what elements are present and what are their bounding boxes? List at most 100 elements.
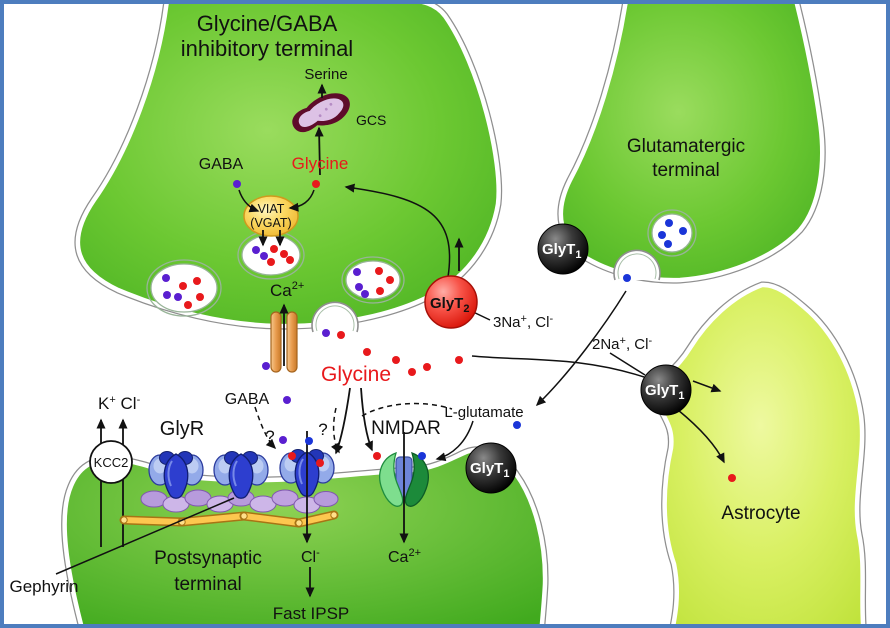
kcc2-transporter bbox=[89, 440, 133, 484]
molecules-layer bbox=[162, 180, 736, 482]
na3-cl-label: 3Na+, Cl- bbox=[493, 313, 553, 331]
gaba-molecule bbox=[260, 252, 268, 260]
glycine-molecule bbox=[267, 258, 275, 266]
fusing-vesicle-inhibitory bbox=[311, 301, 359, 333]
fast-ipsp-label: Fast IPSP bbox=[273, 604, 350, 623]
gaba-molecule bbox=[252, 246, 260, 254]
nmdar-receptor bbox=[379, 451, 429, 507]
astrocyte-uptake-arrow-1 bbox=[692, 380, 722, 393]
glyt1-transporter-glutamatergic bbox=[537, 223, 589, 275]
l-glutamate-label: L-glutamate bbox=[444, 404, 523, 421]
glycine-to-glyr-arrow bbox=[334, 387, 351, 455]
glyt1-astrocyte-label: GlyT1 bbox=[645, 382, 684, 402]
glycine-molecule bbox=[270, 245, 278, 253]
postsynaptic-title-line1: Postsynaptic bbox=[154, 548, 262, 569]
gaba-molecule bbox=[283, 396, 291, 404]
gaba-molecule bbox=[262, 362, 270, 370]
glutamatergic-terminal-cell bbox=[557, 4, 826, 284]
gaba-molecule bbox=[163, 291, 171, 299]
gaba-cleft-label: GABA bbox=[225, 391, 270, 408]
glycine-to-gcs-arrow bbox=[314, 126, 324, 176]
viat-label-line2: (VGAT) bbox=[250, 216, 291, 230]
synapse-diagram: Glycine/GABA inhibitory terminal Glutama… bbox=[10, 4, 867, 624]
glyt2-transporter bbox=[424, 275, 478, 329]
calcium-presyn-label: Ca2+ bbox=[270, 280, 304, 300]
fusing-vesicle-glutamatergic bbox=[613, 249, 661, 281]
glutamate-vesicle bbox=[647, 209, 697, 257]
gaba-molecule bbox=[353, 268, 361, 276]
postsynaptic-title-line2: terminal bbox=[174, 574, 242, 595]
synaptic-vesicle bbox=[341, 256, 405, 304]
glutamatergic-terminal-title-line1: Glutamatergic bbox=[627, 136, 745, 157]
astrocyte-uptake-arrow-2 bbox=[677, 409, 725, 464]
glyt1-glutamatergic-label: GlyT1 bbox=[542, 241, 581, 261]
glutamate-molecule bbox=[665, 219, 673, 227]
glycine-molecule bbox=[386, 276, 394, 284]
glyt2-label: GlyT2 bbox=[430, 295, 469, 315]
serine-label: Serine bbox=[304, 66, 347, 83]
glycine-molecule bbox=[184, 301, 192, 309]
glyt1-transporter-postsynaptic bbox=[465, 442, 517, 494]
astrocyte-cell bbox=[653, 281, 867, 624]
glycine-molecule bbox=[286, 256, 294, 264]
glycine-to-viat-arrow bbox=[288, 189, 315, 212]
glycine-molecule bbox=[728, 474, 736, 482]
gaba-question-mark: ? bbox=[265, 427, 274, 446]
glycine-molecule bbox=[337, 331, 345, 339]
calcium-post-label: Ca2+ bbox=[388, 547, 421, 566]
glutamate-molecule bbox=[623, 274, 631, 282]
glycine-molecule bbox=[288, 452, 296, 460]
glycine-molecule bbox=[280, 250, 288, 258]
glycine-question-arrow bbox=[330, 407, 340, 454]
viat-label-line1: VIAT bbox=[258, 202, 285, 216]
astrocyte-title: Astrocyte bbox=[721, 503, 800, 524]
calcium-channel bbox=[270, 311, 298, 373]
glyr-label: GlyR bbox=[160, 418, 204, 440]
glycine-molecule bbox=[196, 293, 204, 301]
na2-pointer-line bbox=[609, 352, 646, 376]
gephyrin-rods bbox=[119, 510, 339, 528]
glutamatergic-terminal-body bbox=[558, 4, 825, 283]
gaba-question-arrow bbox=[254, 406, 277, 450]
glutamate-molecule bbox=[418, 452, 426, 460]
glutamatergic-terminal-title-line2: terminal bbox=[652, 160, 720, 181]
gcs-label: GCS bbox=[356, 112, 386, 128]
glycine-molecule bbox=[363, 348, 371, 356]
glycine-molecule bbox=[179, 282, 187, 290]
glutamate-release-arrow bbox=[535, 290, 627, 407]
gephyrin-pointer-line bbox=[55, 497, 235, 575]
glycine-top-label: Glycine bbox=[292, 154, 349, 173]
gcs-enzyme bbox=[292, 93, 350, 133]
k-cl-label: K+ Cl- bbox=[98, 394, 141, 413]
lglutamate-to-nmdar-arrow bbox=[435, 420, 474, 462]
glutamate-molecule bbox=[513, 421, 521, 429]
gaba-molecule bbox=[162, 274, 170, 282]
synaptic-vesicle bbox=[237, 230, 305, 280]
gaba-molecule bbox=[174, 293, 182, 301]
glutamate-molecule bbox=[305, 437, 313, 445]
glutamate-molecule bbox=[658, 231, 666, 239]
glycine-molecule bbox=[408, 368, 416, 376]
gaba-molecule bbox=[355, 283, 363, 291]
glyt1-postsynaptic-label: GlyT1 bbox=[470, 460, 509, 480]
glycine-question-mark: ? bbox=[318, 420, 327, 439]
chloride-out-label: Cl- bbox=[301, 547, 320, 566]
gaba-to-viat-arrow bbox=[238, 189, 260, 213]
glycine-molecule bbox=[455, 356, 463, 364]
glutamate-molecule bbox=[664, 240, 672, 248]
glycine-molecule bbox=[423, 363, 431, 371]
glycine-molecule bbox=[375, 267, 383, 275]
gaba-top-label: GABA bbox=[199, 156, 244, 173]
glyt2-recycle-arrow bbox=[344, 183, 451, 278]
glycine-molecule bbox=[316, 459, 324, 467]
gaba-molecule bbox=[361, 290, 369, 298]
inhibitory-terminal-title-line1: Glycine/GABA bbox=[197, 11, 338, 36]
kcc2-label: KCC2 bbox=[94, 455, 129, 470]
glycine-to-nmdar-arrow bbox=[360, 387, 373, 452]
gaba-molecule bbox=[279, 436, 287, 444]
glycine-to-astrocyte-path bbox=[471, 355, 645, 378]
inhibitory-terminal-title-line2: inhibitory terminal bbox=[181, 36, 353, 61]
arrows-layer bbox=[55, 83, 725, 598]
gephyrin-label: Gephyrin bbox=[10, 577, 79, 596]
